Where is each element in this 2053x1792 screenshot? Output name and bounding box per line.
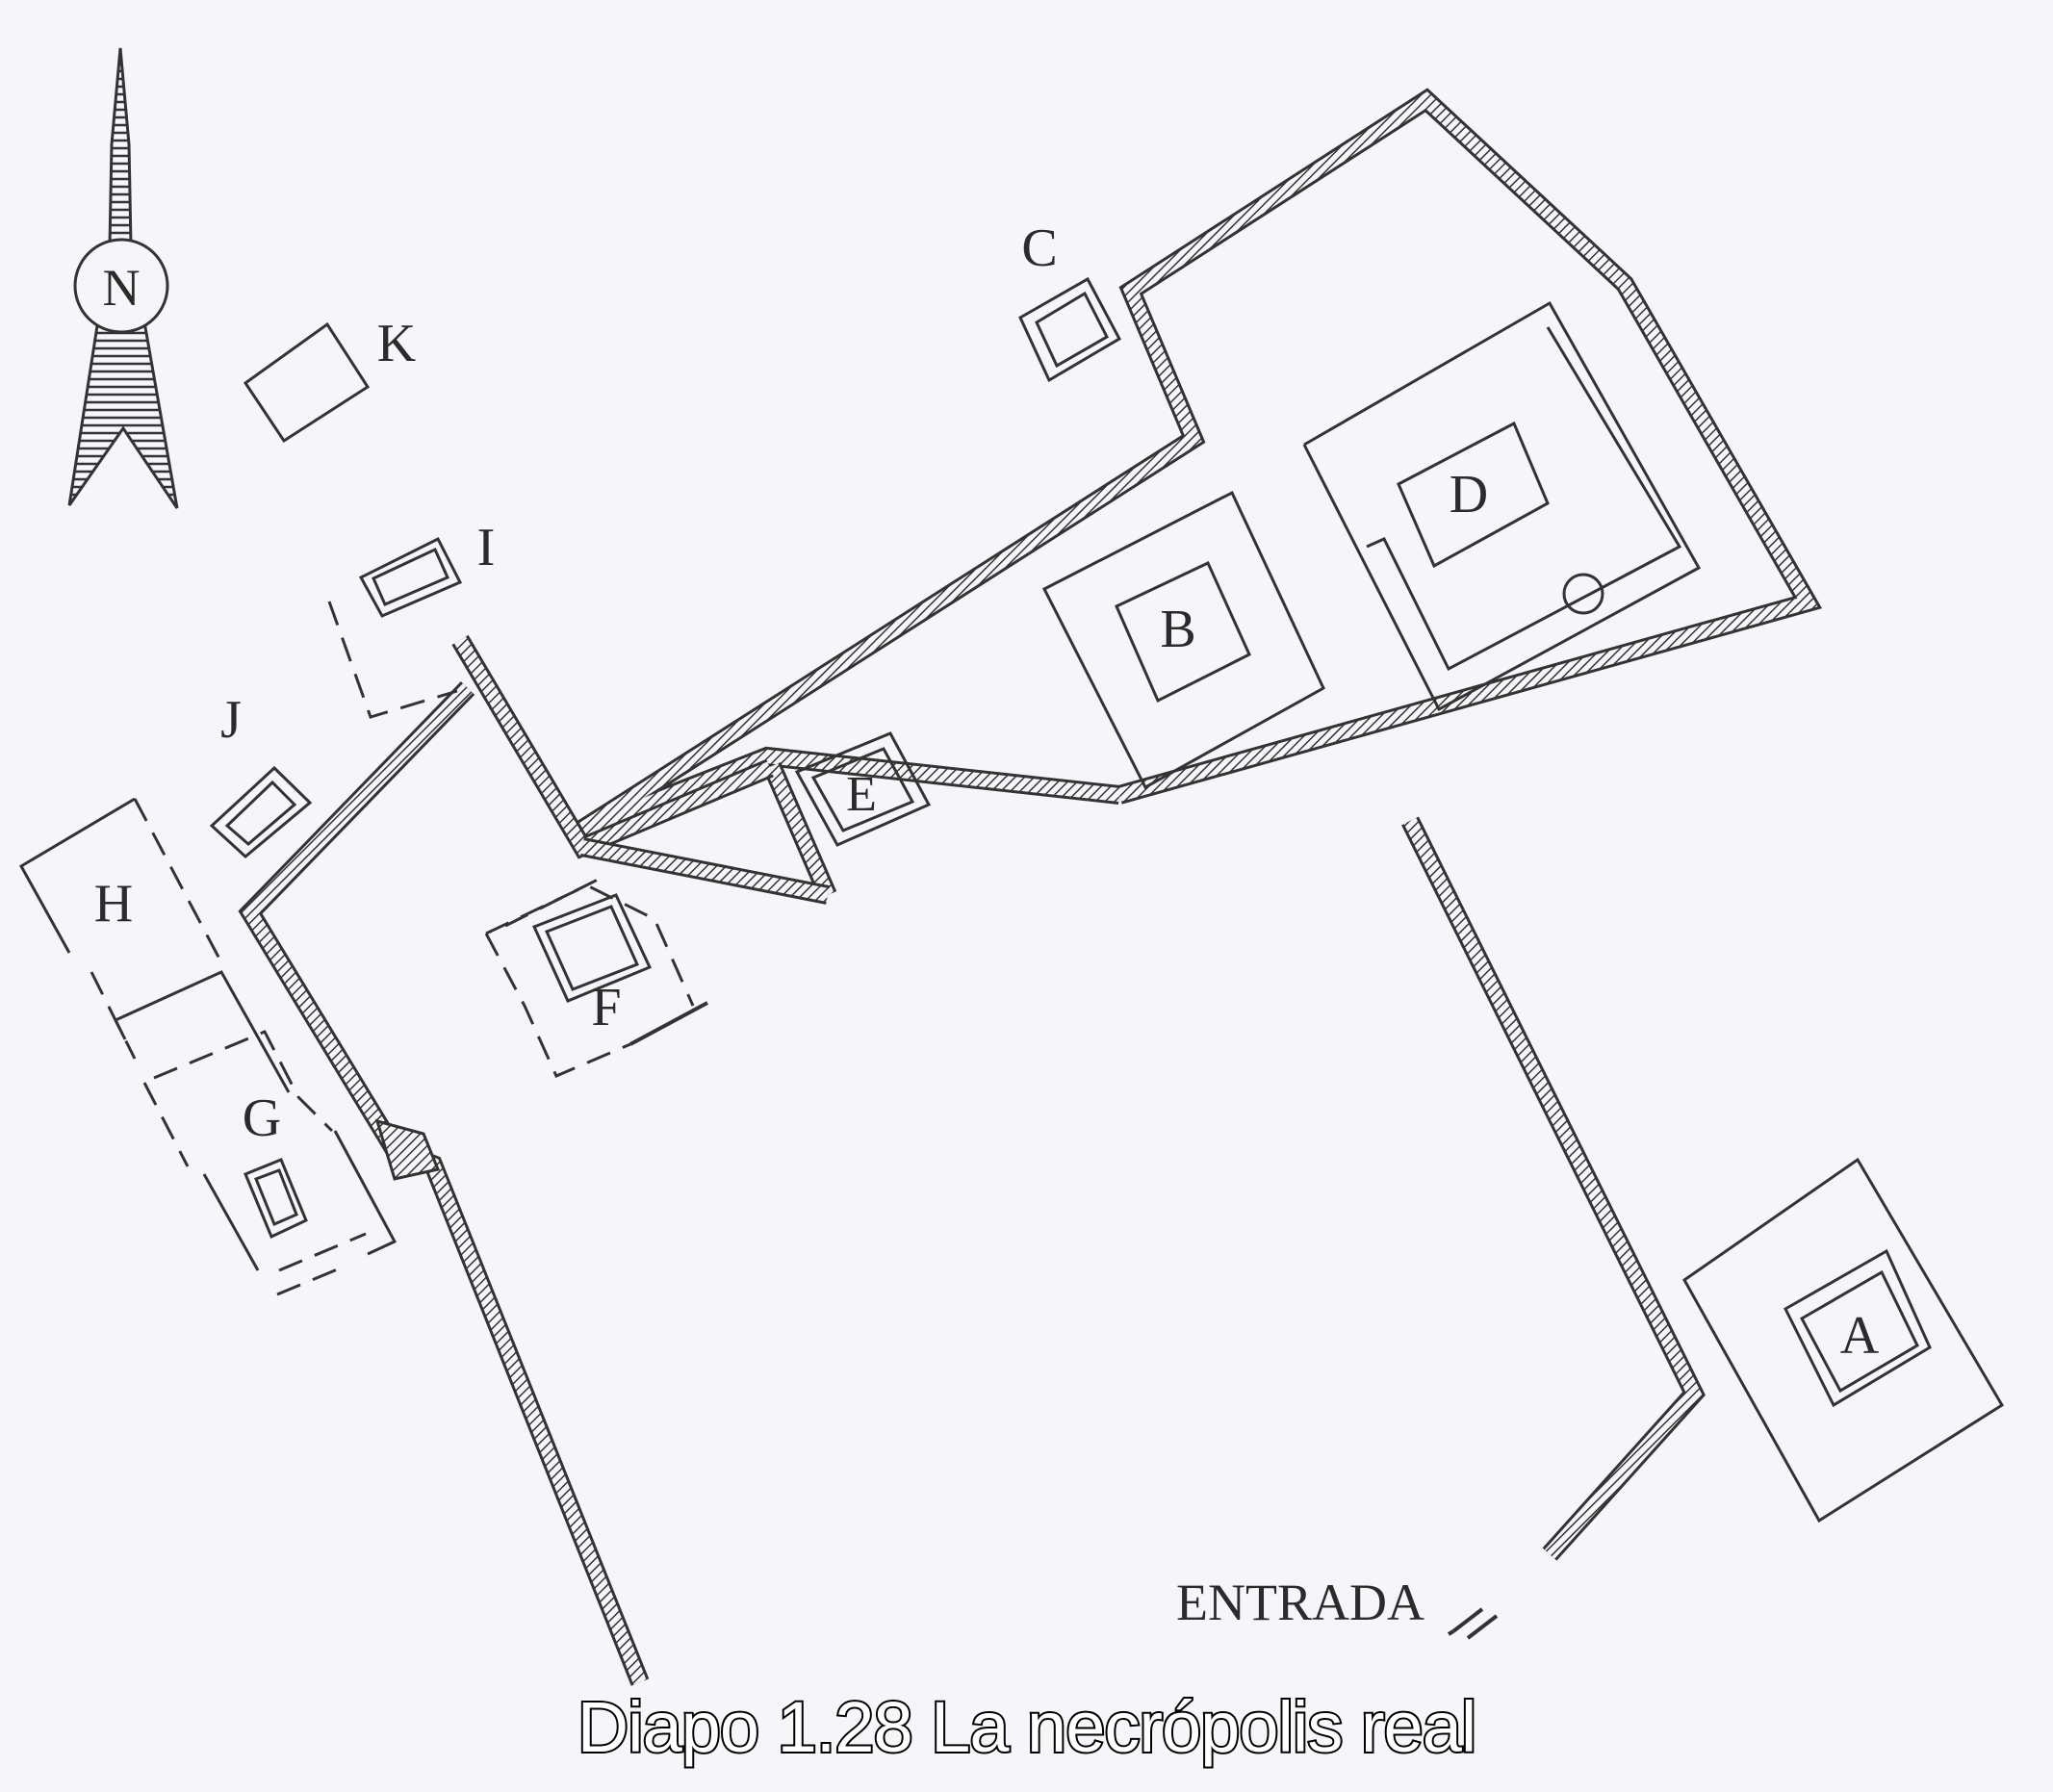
entrance-label: ENTRADA <box>1176 1574 1424 1631</box>
structure-i: I <box>327 518 496 719</box>
label-c: C <box>1021 218 1057 278</box>
label-d: D <box>1450 465 1488 525</box>
slide-caption: Diapo 1.28 La necrópolis real <box>576 1685 1479 1769</box>
structure-e: E <box>794 731 932 847</box>
structure-d: D <box>1302 300 1702 712</box>
structure-k: K <box>243 314 416 444</box>
label-a: A <box>1840 1306 1880 1366</box>
compass-letter: N <box>103 259 141 317</box>
entrance-marks <box>1447 1607 1499 1640</box>
structure-j: J <box>209 690 313 858</box>
structure-h: H <box>18 797 223 1060</box>
structure-b: B <box>1041 490 1325 790</box>
enclosure-walls <box>238 88 1823 1686</box>
structure-g: G <box>114 970 398 1296</box>
structure-c: C <box>1018 218 1121 383</box>
label-i: I <box>477 518 496 577</box>
label-j: J <box>220 690 242 750</box>
label-b: B <box>1160 600 1195 659</box>
label-k: K <box>377 314 416 373</box>
structure-a: A <box>1682 1157 2005 1523</box>
label-f: F <box>591 978 621 1037</box>
label-g: G <box>243 1088 281 1148</box>
label-h: H <box>94 874 133 934</box>
north-arrow-icon: N <box>67 47 179 509</box>
label-e: E <box>846 767 877 822</box>
structure-f: F <box>484 876 708 1078</box>
